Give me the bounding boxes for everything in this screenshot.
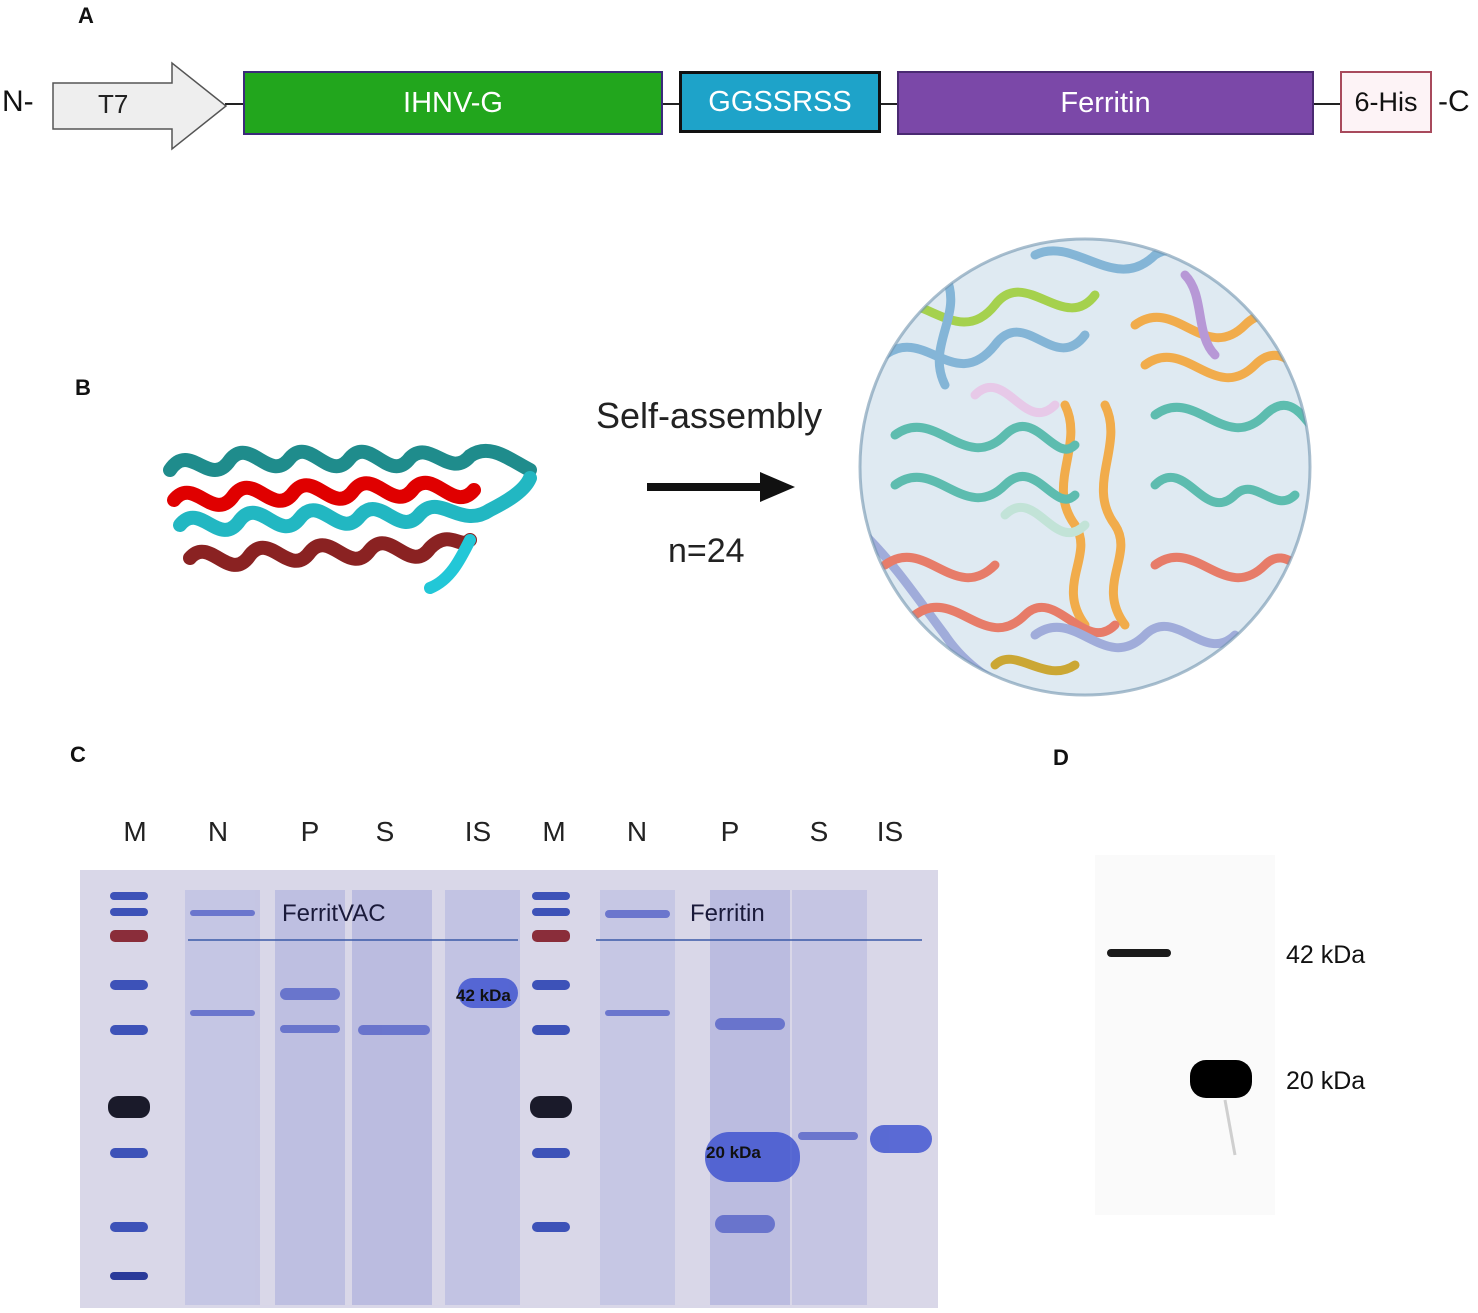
gel-42kda-label: 42 kDa bbox=[456, 986, 511, 1005]
ferritvac-group-label: FerritVAC bbox=[282, 900, 386, 927]
ferritin-segment: Ferritin bbox=[897, 71, 1314, 135]
ihnv-g-segment: IHNV-G bbox=[243, 71, 663, 135]
ferritin-label: Ferritin bbox=[1060, 86, 1151, 119]
lane-label: IS bbox=[464, 816, 492, 847]
lane-label: S bbox=[375, 816, 395, 847]
lane-label: P bbox=[720, 816, 740, 847]
his-tag-segment: 6-His bbox=[1340, 71, 1432, 133]
ferritin-group-label: Ferritin bbox=[690, 900, 765, 927]
linker-segment: GGSSRSS bbox=[679, 71, 881, 133]
n-terminus-label: N- bbox=[2, 85, 34, 118]
t7-promoter-arrow bbox=[52, 61, 228, 151]
subunit-count-label: n=24 bbox=[668, 532, 745, 570]
t7-label: T7 bbox=[98, 89, 129, 119]
lane-label: N bbox=[207, 816, 229, 847]
construct-map: N- T7 IHNV-G GGSSRSS Ferritin 6-His -C bbox=[0, 55, 1478, 155]
his-tag-label: 6-His bbox=[1354, 86, 1418, 117]
lane-label: M bbox=[542, 816, 566, 847]
lane-label: N bbox=[626, 816, 648, 847]
assembly-arrow bbox=[647, 472, 795, 502]
western-blot bbox=[1095, 855, 1275, 1215]
panel-d-label: D bbox=[1053, 745, 1069, 770]
lane-label: P bbox=[300, 816, 320, 847]
self-assembly-label: Self-assembly bbox=[596, 395, 823, 436]
ihnv-g-label: IHNV-G bbox=[403, 86, 503, 119]
lane-label: S bbox=[809, 816, 829, 847]
ferritin-monomer-structure bbox=[163, 443, 537, 594]
panel-c-label: C bbox=[70, 742, 86, 767]
panel-b-label: B bbox=[75, 375, 91, 400]
western-42kda-label: 42 kDa bbox=[1286, 941, 1366, 969]
gel-20kda-label: 20 kDa bbox=[706, 1143, 761, 1162]
lane-label: IS bbox=[876, 816, 904, 847]
lane-label: M bbox=[123, 816, 147, 847]
ferritin-cage-structure bbox=[858, 237, 1312, 697]
c-terminus-label: -C bbox=[1438, 85, 1470, 118]
sds-page-gel bbox=[80, 870, 938, 1308]
western-20kda-label: 20 kDa bbox=[1286, 1067, 1366, 1095]
linker-label: GGSSRSS bbox=[708, 85, 852, 118]
panel-a-label: A bbox=[78, 3, 94, 28]
